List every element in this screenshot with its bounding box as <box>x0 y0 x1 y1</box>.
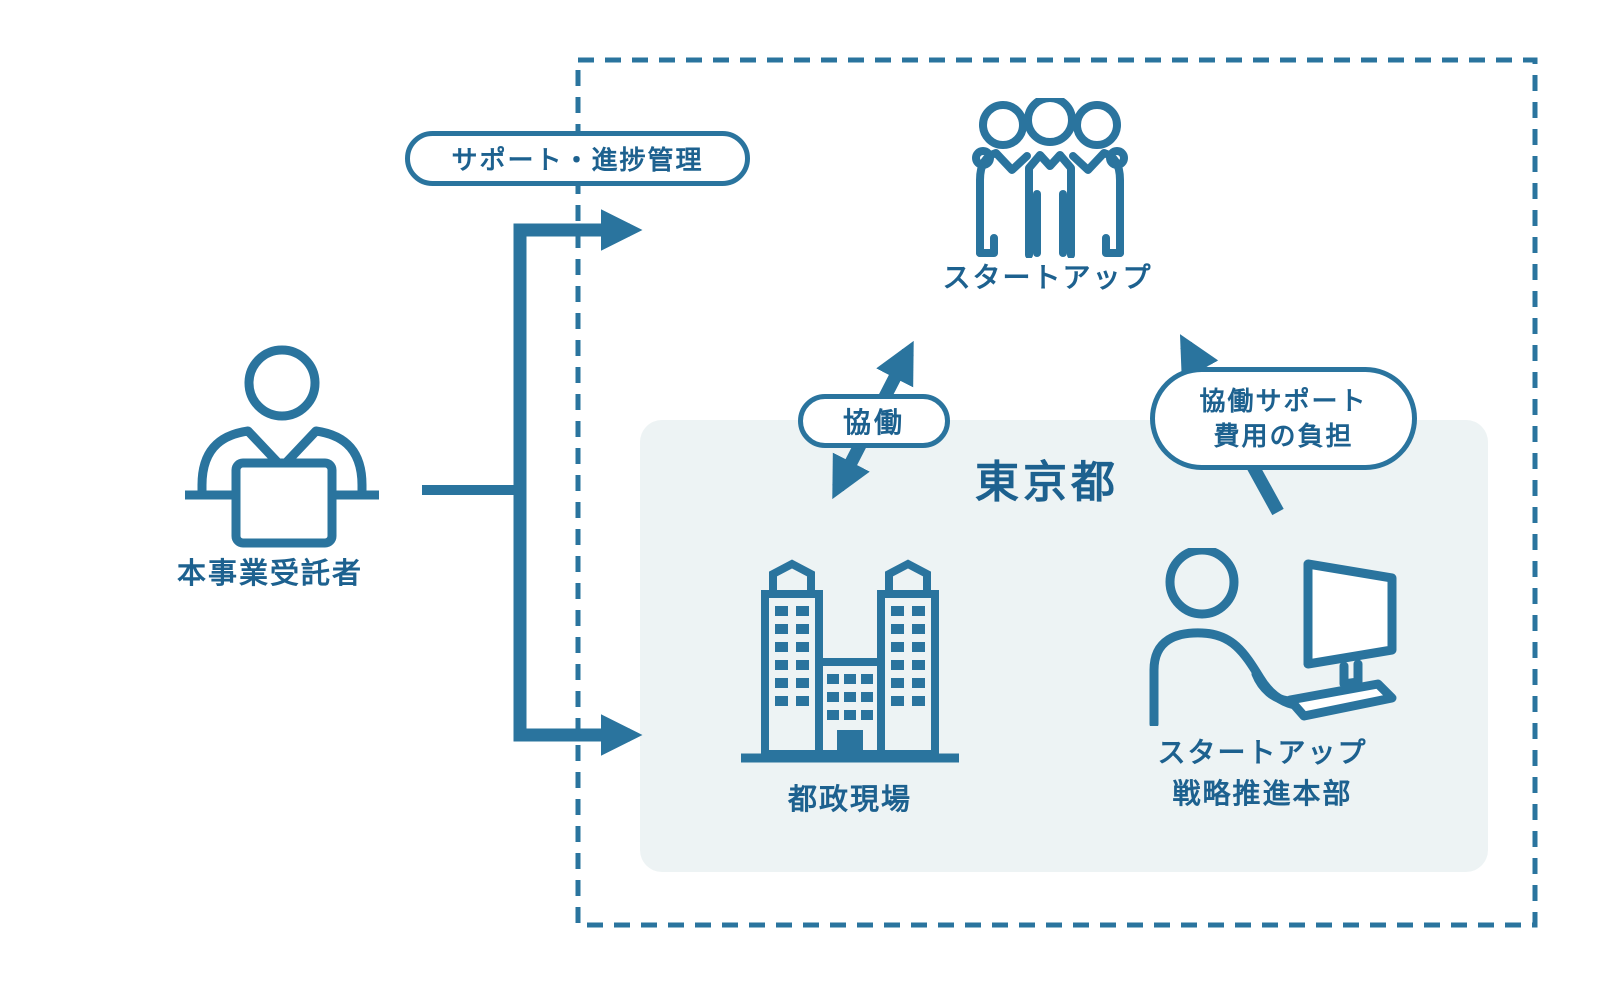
tokyo-area-label: 東京都 <box>975 458 1119 507</box>
contractor-label: 本事業受託者 <box>176 558 363 590</box>
strategy-hq-label-line2: 戦略推進本部 <box>1172 777 1353 809</box>
collaboration-pill: 協働 <box>798 394 950 448</box>
startup-label: スタートアップ <box>942 262 1153 293</box>
strategy-hq-label-line1: スタートアップ <box>1157 737 1368 768</box>
cost-share-label-line1: 協働サポート <box>1199 386 1368 417</box>
collaboration-label: 協働 <box>842 407 905 438</box>
three-people-icon <box>972 98 1128 258</box>
gov-field-label: 都政現場 <box>787 784 912 816</box>
support-progress-pill: サポート・進捗管理 <box>405 131 750 186</box>
strategy-hq-label: スタートアップ 戦略推進本部 <box>1120 733 1405 814</box>
cost-share-label-line2: 費用の負担 <box>1213 420 1354 451</box>
government-building-icon <box>741 559 959 763</box>
person-computer-icon <box>1149 548 1397 726</box>
support-progress-label: サポート・進捗管理 <box>451 145 704 175</box>
cost-share-pill: 協働サポート 費用の負担 <box>1150 367 1417 470</box>
person-laptop-icon <box>185 345 379 548</box>
